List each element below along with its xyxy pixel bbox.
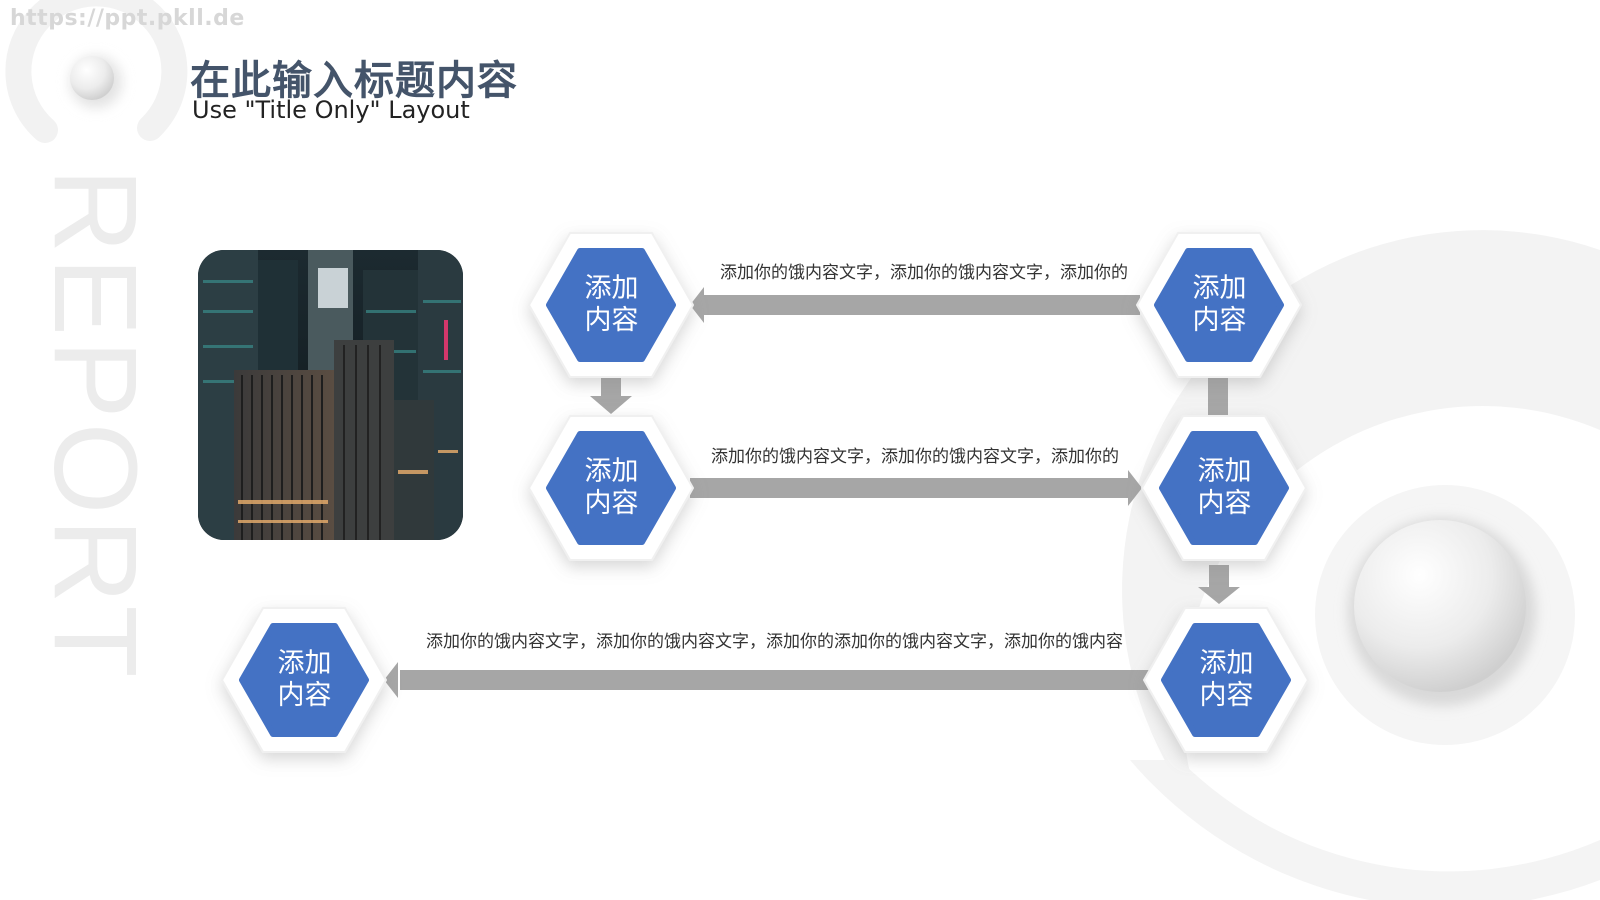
flow-node-5: 添加内容	[1164, 626, 1289, 734]
flow-node-6: 添加内容	[242, 626, 367, 734]
flow-node-4: 添加内容	[1162, 434, 1287, 542]
flow-node-line1: 添加	[1192, 273, 1247, 304]
description-row2: 添加你的饿内容文字，添加你的饿内容文字，添加你的	[711, 447, 1119, 467]
flow-node-1: 添加内容	[549, 251, 674, 359]
page-title: 在此输入标题内容	[190, 58, 518, 104]
city-building-photo	[198, 250, 463, 540]
flow-node-line2: 内容	[277, 680, 332, 711]
side-report-text: REPORT	[29, 168, 161, 682]
arrow-down-left	[590, 376, 632, 414]
ring-logo-decor	[5, 0, 188, 143]
flow-node-3: 添加内容	[1157, 251, 1282, 359]
flow-node-line2: 内容	[1199, 680, 1254, 711]
watermark-url: https://ppt.pkll.de	[10, 6, 245, 31]
hexagon-fill-1	[546, 248, 676, 362]
arrow-row3-left	[384, 662, 1150, 698]
flow-node-line1: 添加	[277, 648, 332, 679]
arrow-row2-right	[690, 470, 1142, 506]
arrow-row1-left	[690, 287, 1140, 323]
flow-node-line2: 内容	[584, 488, 639, 519]
hexagon-fill-2	[546, 431, 676, 545]
description-row1: 添加你的饿内容文字，添加你的饿内容文字，添加你的	[720, 263, 1128, 283]
flow-node-2: 添加内容	[549, 434, 674, 542]
hexagon-fill-6	[239, 623, 369, 737]
flow-node-line1: 添加	[1199, 648, 1254, 679]
hexagon-fill-4	[1159, 431, 1289, 545]
flow-node-line1: 添加	[584, 273, 639, 304]
sphere-decor	[1348, 518, 1536, 706]
hexagon-fill-5	[1161, 623, 1291, 737]
connector-right-top	[1208, 376, 1228, 416]
page-subtitle: Use "Title Only" Layout	[192, 96, 470, 124]
flow-node-line1: 添加	[1197, 456, 1252, 487]
description-row3: 添加你的饿内容文字，添加你的饿内容文字，添加你的添加你的饿内容文字，添加你的饿内…	[426, 632, 1123, 652]
flow-node-line2: 内容	[1192, 305, 1247, 336]
arrow-down-right	[1198, 565, 1240, 604]
flow-node-line2: 内容	[1197, 488, 1252, 519]
flow-node-line1: 添加	[584, 456, 639, 487]
flow-node-line2: 内容	[584, 305, 639, 336]
hexagon-fill-3	[1154, 248, 1284, 362]
